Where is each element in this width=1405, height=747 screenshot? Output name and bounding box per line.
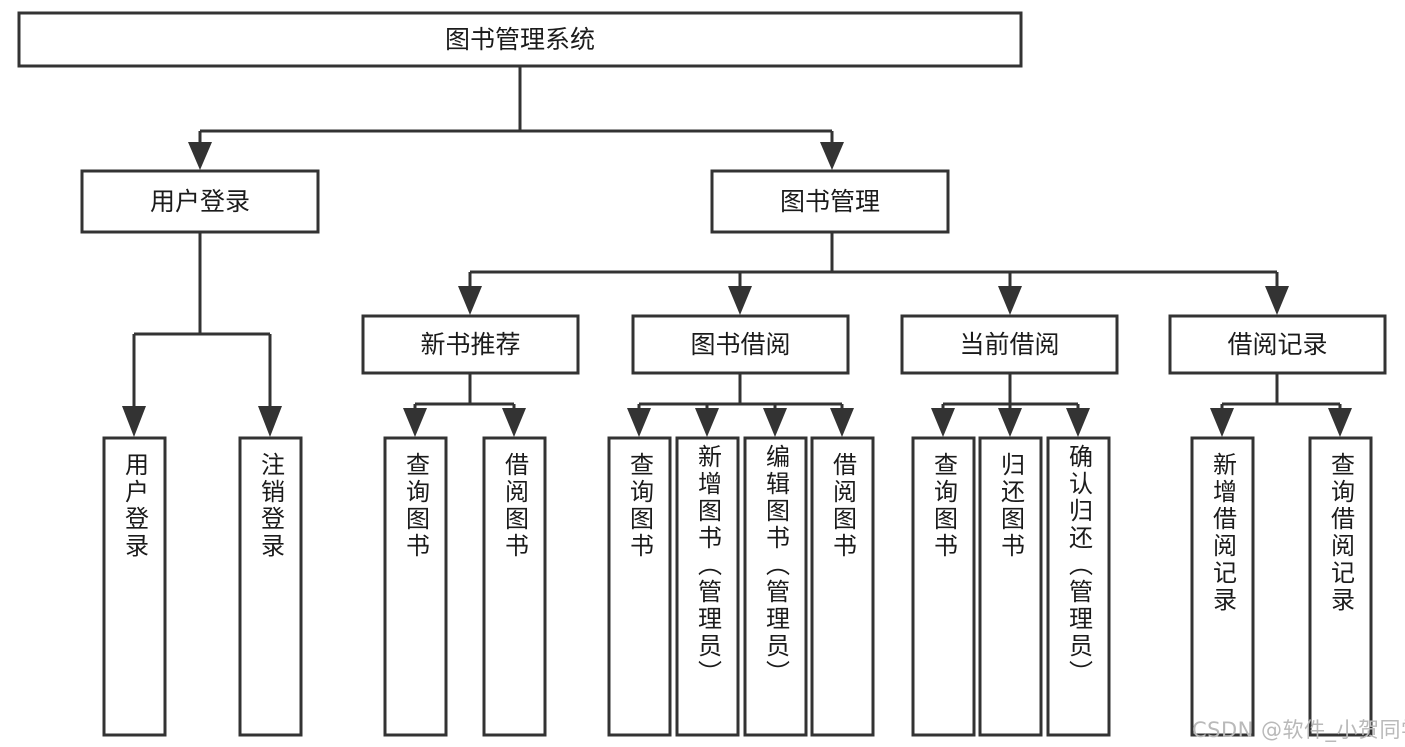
edge-userlogin-bus <box>132 232 272 408</box>
node-box-leaf-user-logout[interactable] <box>238 436 303 737</box>
edge-bookmanage-bus <box>468 232 1279 288</box>
arrow-currentborrow-leaf3 <box>1066 408 1090 437</box>
edge-root-bus <box>198 66 834 145</box>
arrow-borrowrecord-leaf1 <box>1210 408 1234 437</box>
node-box-leaf-user-login[interactable] <box>102 436 167 737</box>
node-box-book-borrow[interactable] <box>631 314 850 375</box>
arrow-currentborrow-leaf1 <box>931 408 955 437</box>
node-box-leaf-query-book-b[interactable] <box>607 436 672 737</box>
arrow-userlogin-leaf1 <box>122 406 146 437</box>
node-box-user-login[interactable] <box>80 169 320 234</box>
connector-layer <box>122 66 1352 437</box>
edge-newbook-bus <box>413 373 516 410</box>
node-box-leaf-return-book[interactable] <box>978 436 1043 737</box>
node-box-leaf-borrow-book-b[interactable] <box>810 436 875 737</box>
node-box-leaf-add-record[interactable] <box>1190 436 1255 737</box>
node-box-borrow-record[interactable] <box>1168 314 1387 375</box>
arrow-newbook-leaf2 <box>502 408 526 437</box>
arrow-userlogin-leaf2 <box>258 406 282 437</box>
node-box-leaf-query-book-c[interactable] <box>911 436 976 737</box>
edge-currentborrow-bus <box>941 373 1080 410</box>
arrow-bookborrow-leaf2 <box>695 408 719 437</box>
edge-borrowrecord-bus <box>1220 373 1342 410</box>
node-box-root[interactable] <box>17 11 1023 68</box>
node-box-leaf-add-book[interactable] <box>675 436 740 737</box>
node-box-leaf-query-book-a[interactable] <box>383 436 448 737</box>
arrow-bookborrow-leaf1 <box>627 408 651 437</box>
watermark-text: CSDN @软件_小贺同学 <box>1192 718 1405 742</box>
arrow-bookborrow-leaf4 <box>830 408 854 437</box>
arrow-bookborrow-leaf3 <box>763 408 787 437</box>
node-box-book-manage[interactable] <box>710 169 950 234</box>
node-box-new-book-rec[interactable] <box>361 314 580 375</box>
node-box-leaf-edit-book[interactable] <box>743 436 808 737</box>
arrow-bookmanage-currentborrow <box>998 286 1022 315</box>
arrow-bookmanage-bookborrow <box>728 286 752 315</box>
arrow-borrowrecord-leaf2 <box>1328 408 1352 437</box>
arrow-currentborrow-leaf2 <box>998 408 1022 437</box>
arrow-bookmanage-borrowrecord <box>1265 286 1289 315</box>
node-layer <box>17 11 1387 737</box>
node-box-current-borrow[interactable] <box>900 314 1119 375</box>
arrow-root-to-user-login <box>188 142 212 170</box>
arrow-root-to-book-manage <box>820 142 844 170</box>
node-box-leaf-query-record[interactable] <box>1308 436 1373 737</box>
arrow-newbook-leaf1 <box>403 408 427 437</box>
node-box-leaf-confirm-return[interactable] <box>1046 436 1111 737</box>
edge-bookborrow-bus <box>637 373 844 410</box>
arrow-bookmanage-newbook <box>458 286 482 315</box>
node-box-leaf-borrow-book-a[interactable] <box>482 436 547 737</box>
